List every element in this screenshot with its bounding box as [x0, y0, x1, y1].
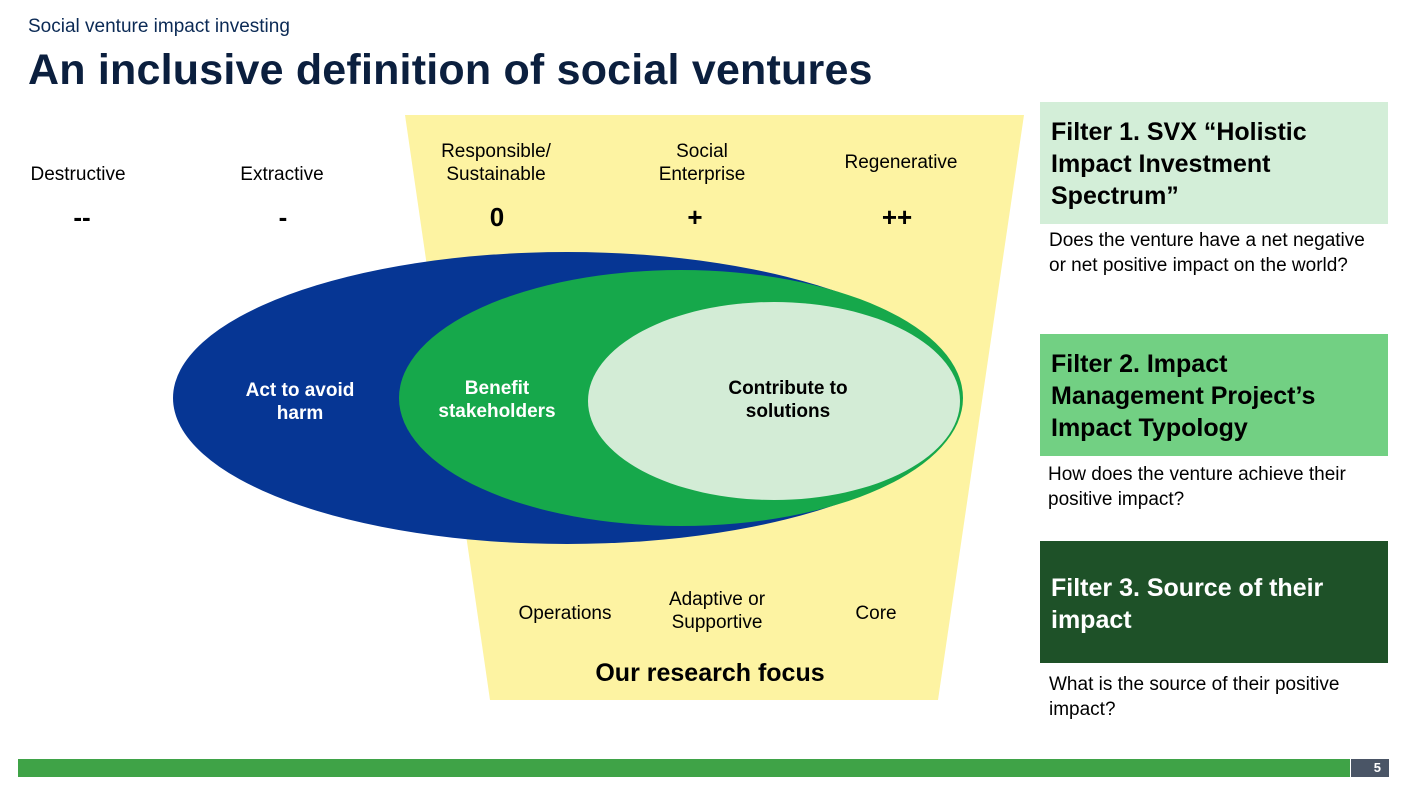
- spectrum-symbol-extractive: -: [278, 202, 288, 232]
- filter-3-box: Filter 3. Source of their impact: [1040, 541, 1388, 663]
- research-focus-label: Our research focus: [595, 659, 825, 687]
- filter-2-title: Filter 2. Impact Management Project’s Im…: [1051, 350, 1316, 442]
- filter-2-description: How does the venture achieve their posit…: [1048, 464, 1346, 510]
- spectrum-symbol-destructive: --: [73, 202, 91, 232]
- filter-1-description: Does the venture have a net negative or …: [1049, 230, 1365, 276]
- footer-bar: [18, 759, 1350, 777]
- section-subtitle: Social venture impact investing: [28, 16, 290, 37]
- filter-3-title: Filter 3. Source of their impact: [1051, 574, 1324, 634]
- spectrum-symbol-social-enterprise: +: [687, 202, 703, 232]
- focus-label-operations: Operations: [518, 603, 612, 624]
- spectrum-label-regenerative: Regenerative: [844, 152, 958, 173]
- spectrum-label-extractive: Extractive: [240, 164, 324, 185]
- spectrum-symbol-regenerative: ++: [881, 202, 913, 232]
- spectrum-label-responsible: Responsible/ Sustainable: [441, 141, 551, 185]
- label-act-to-avoid-harm: Act to avoid harm: [245, 380, 355, 424]
- page-number: 5: [1351, 759, 1389, 777]
- filter-1-box: Filter 1. SVX “Holistic Impact Investmen…: [1040, 102, 1388, 224]
- label-contribute-to-solutions: Contribute to solutions: [728, 378, 848, 422]
- spectrum-label-social-enterprise: Social Enterprise: [658, 141, 746, 185]
- focus-label-adaptive-supportive: Adaptive or Supportive: [668, 589, 766, 633]
- spectrum-symbol-responsible: 0: [489, 202, 505, 232]
- filter-1-title: Filter 1. SVX “Holistic Impact Investmen…: [1051, 118, 1307, 210]
- page-title: An inclusive definition of social ventur…: [28, 46, 873, 94]
- focus-label-core: Core: [855, 603, 897, 624]
- inner-ellipse-contribute-solutions: [588, 302, 960, 500]
- spectrum-label-destructive: Destructive: [30, 164, 126, 185]
- filter-3-description: What is the source of their positive imp…: [1049, 674, 1340, 720]
- label-benefit-stakeholders: Benefit stakeholders: [438, 378, 556, 422]
- filter-2-box: Filter 2. Impact Management Project’s Im…: [1040, 334, 1388, 456]
